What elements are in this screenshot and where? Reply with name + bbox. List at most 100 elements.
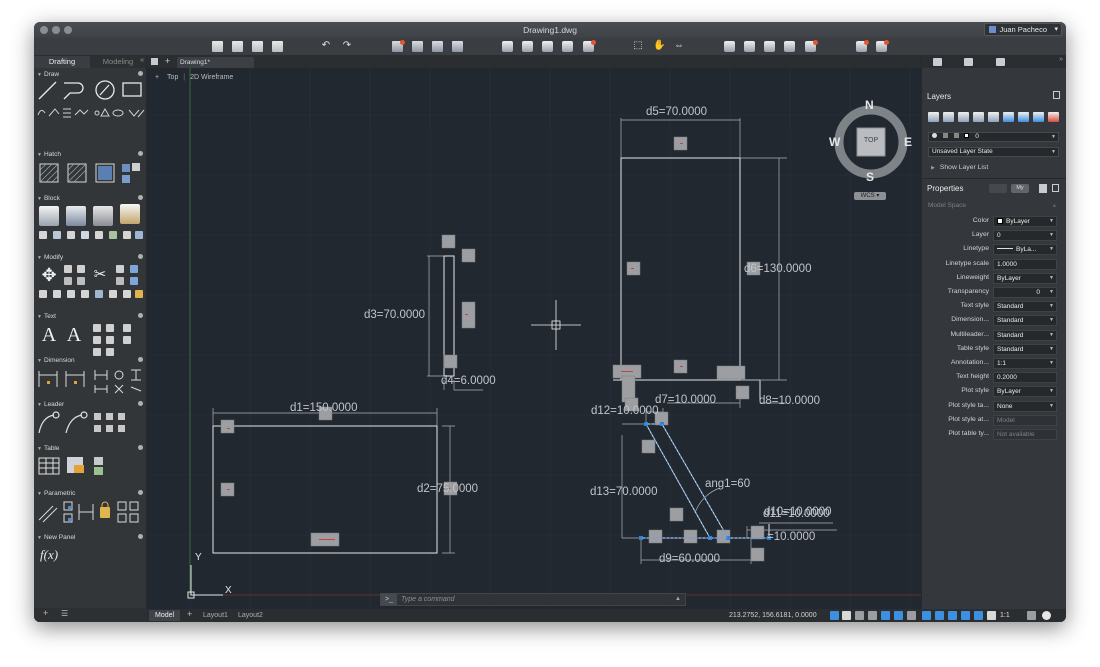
attribute-icon[interactable] xyxy=(120,204,140,224)
add-panel-icon[interactable]: + xyxy=(43,608,49,618)
scale-icon[interactable] xyxy=(77,277,85,285)
quick-select-icon[interactable] xyxy=(856,40,869,52)
gear-icon[interactable] xyxy=(138,71,143,76)
match-properties-icon[interactable] xyxy=(724,41,735,52)
show-layer-list-toggle[interactable]: ▶Show Layer List xyxy=(931,164,988,171)
modify-tool-icon[interactable] xyxy=(81,290,89,298)
annotation-monitor-icon[interactable] xyxy=(935,611,944,620)
viewport-controls[interactable]: + Top | 2D Wireframe xyxy=(155,74,234,81)
block-tool-icon[interactable] xyxy=(39,231,47,239)
block-tool-icon[interactable] xyxy=(95,231,103,239)
text-tool-icon[interactable] xyxy=(106,324,114,332)
selection-cycling-icon[interactable] xyxy=(922,611,931,620)
dim-ang1[interactable]: ang1=60 xyxy=(705,478,751,490)
polar-icon[interactable] xyxy=(881,611,890,620)
command-line[interactable]: >_Type a command ▲ xyxy=(380,593,686,606)
layer-tool-icon[interactable] xyxy=(1003,112,1014,122)
content-tab-icon[interactable] xyxy=(996,58,1005,66)
layer-states-icon[interactable] xyxy=(805,40,818,52)
layer-tool-icon[interactable] xyxy=(1033,112,1044,122)
tab-layout2[interactable]: Layout2 xyxy=(238,612,263,619)
infer-constraints-icon[interactable] xyxy=(855,611,864,620)
section-header-new-panel[interactable]: ▼New Panel xyxy=(34,533,147,542)
text-tool-icon[interactable] xyxy=(106,336,114,344)
save-as-icon[interactable] xyxy=(272,41,283,52)
function-icon[interactable]: f(x) xyxy=(40,547,59,562)
dim-d3[interactable]: d3=70.0000 xyxy=(364,309,426,321)
property-value[interactable]: Standard▼ xyxy=(993,301,1057,313)
dim-d13[interactable]: d13=70.0000 xyxy=(590,486,658,498)
zoom-window-icon[interactable] xyxy=(64,26,72,34)
layers-tab-icon[interactable] xyxy=(933,58,942,66)
tab-modeling[interactable]: Modeling xyxy=(102,57,134,66)
properties-popout-icon[interactable] xyxy=(1052,184,1059,192)
sheet-copy-icon[interactable] xyxy=(522,41,533,52)
viewcube-top-face[interactable] xyxy=(856,127,886,157)
layer-tool-icon[interactable] xyxy=(988,112,999,122)
tab-drawing1[interactable]: Drawing1* xyxy=(177,57,254,68)
trim-icon[interactable]: ✂ xyxy=(93,266,107,283)
dim-d1[interactable]: d1=150.0000 xyxy=(290,402,358,414)
attach-icon[interactable] xyxy=(583,40,596,52)
dim-d10[interactable]: d10=10.0000 xyxy=(764,506,832,518)
design-center-icon[interactable] xyxy=(764,41,775,52)
gear-icon[interactable] xyxy=(138,195,143,200)
blocks-tab-icon[interactable] xyxy=(964,58,973,66)
compass-west[interactable]: W xyxy=(829,135,841,149)
fillet-icon[interactable] xyxy=(116,265,124,273)
compass-ring[interactable] xyxy=(834,105,908,179)
rotate-icon[interactable] xyxy=(77,265,85,273)
text-tool-icon[interactable] xyxy=(123,324,131,332)
batch-plot-icon[interactable] xyxy=(452,41,463,52)
chevron-up-icon[interactable]: ▲ xyxy=(675,596,681,602)
property-value[interactable]: 1:1▼ xyxy=(993,358,1057,369)
modify-tool-icon[interactable] xyxy=(95,290,103,298)
new-file-icon[interactable] xyxy=(212,41,223,52)
viewcube-top-label[interactable]: TOP xyxy=(863,137,879,144)
open-file-icon[interactable] xyxy=(232,41,243,52)
text-tool-icon[interactable] xyxy=(106,348,114,356)
gear-icon[interactable] xyxy=(1042,611,1051,620)
section-header-leader[interactable]: ▼Leader xyxy=(34,400,147,409)
property-value[interactable]: Standard▼ xyxy=(993,329,1057,341)
snap-icon[interactable] xyxy=(830,611,839,620)
explode-icon[interactable] xyxy=(135,290,143,298)
layer-tool-icon[interactable] xyxy=(1048,112,1059,122)
property-value[interactable]: ByLayer▼ xyxy=(993,386,1057,398)
section-header-table[interactable]: ▼Table xyxy=(34,444,147,453)
xref-icon[interactable] xyxy=(562,41,573,52)
layer-tool-icon[interactable] xyxy=(973,112,984,122)
object-snap-icon[interactable] xyxy=(894,611,903,620)
quick-properties-icon[interactable] xyxy=(1039,184,1047,193)
dim-d12[interactable]: d12=10.0000 xyxy=(591,405,659,417)
sheet-icon[interactable] xyxy=(502,41,513,52)
measure-icon[interactable] xyxy=(876,40,889,52)
dim-small[interactable]: =10.0000 xyxy=(767,531,816,543)
property-value[interactable]: ByLayer▼ xyxy=(993,272,1057,284)
property-value[interactable]: None▼ xyxy=(993,400,1057,412)
compass-south[interactable]: S xyxy=(866,170,875,184)
drawing-canvas[interactable]: + Top | 2D Wireframe xyxy=(147,68,921,609)
modify-tool-icon[interactable] xyxy=(109,290,117,298)
block-tool-icon[interactable] xyxy=(109,231,117,239)
new-layer-icon[interactable] xyxy=(928,112,939,122)
tab-model[interactable]: Model xyxy=(149,610,181,621)
gear-icon[interactable] xyxy=(138,254,143,259)
properties-toggle-off[interactable] xyxy=(989,184,1007,193)
property-value[interactable]: 0▼ xyxy=(993,287,1057,298)
block-tool-icon[interactable] xyxy=(81,231,89,239)
edit-block-icon[interactable] xyxy=(93,206,113,226)
layout-icon[interactable] xyxy=(542,41,553,52)
orbit-icon[interactable]: ⇔ xyxy=(674,40,684,51)
section-header-dimension[interactable]: ▼Dimension xyxy=(34,356,147,365)
modify-tool-icon[interactable] xyxy=(53,290,61,298)
pan-hand-icon[interactable]: ✋ xyxy=(653,40,666,51)
gear-icon[interactable] xyxy=(138,313,143,318)
dim-d6[interactable]: d6=130.0000 xyxy=(744,263,812,275)
dim-d11[interactable]: d11=10.0000 xyxy=(763,508,830,520)
dim-d4[interactable]: d4=6.0000 xyxy=(441,375,496,387)
viewcube[interactable]: N S E W TOP WCS ▾ xyxy=(829,98,912,202)
new-tab-icon[interactable]: + xyxy=(165,56,171,66)
palette-menu-icon[interactable]: ☰ xyxy=(61,609,69,618)
lineweight-icon[interactable] xyxy=(907,611,916,620)
